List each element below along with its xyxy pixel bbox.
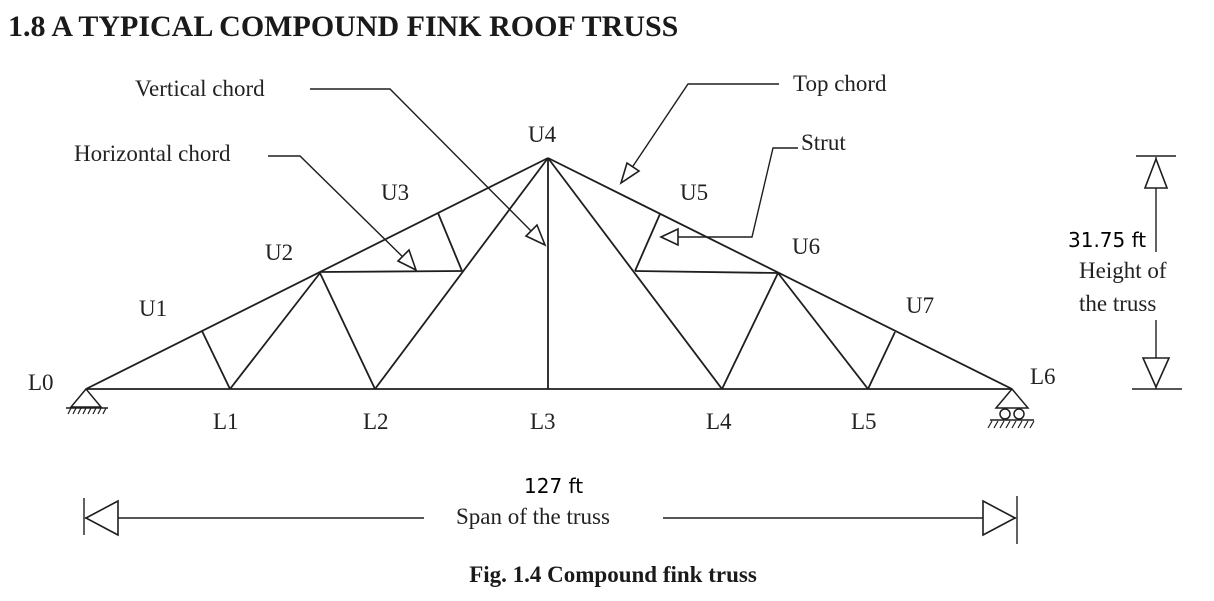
callout-strut: Strut — [659, 130, 846, 247]
node-label-u6: U6 — [792, 234, 820, 259]
callout-label-vertical-chord: Vertical chord — [135, 76, 265, 101]
roller-triangle — [994, 387, 1030, 409]
top-chord-left — [85, 157, 549, 390]
lower-node-labels: L0 L1 L2 L3 L4 L5 L6 — [28, 364, 1056, 434]
web-strut-u3 — [437, 212, 463, 272]
upper-node-labels: U1 U2 U3 U4 U5 U6 U7 — [139, 122, 934, 321]
figure-caption: Fig. 1.4 Compound fink truss — [469, 562, 757, 587]
height-label-line2: the truss — [1079, 291, 1156, 316]
callout-top-chord: Top chord — [619, 71, 887, 185]
truss-members — [85, 157, 1013, 390]
node-label-u5: U5 — [680, 180, 708, 205]
leader-horizontal-chord — [268, 155, 412, 266]
callout-label-horizontal-chord: Horizontal chord — [74, 141, 231, 166]
arrowhead-height-bottom — [1141, 357, 1171, 389]
leader-strut — [665, 147, 798, 238]
node-label-u1: U1 — [139, 296, 167, 321]
leader-top-chord — [624, 83, 779, 179]
roller-wheel-right — [1013, 408, 1025, 420]
web-strut-u5 — [634, 213, 661, 272]
callout-vertical-chord: Vertical chord — [135, 76, 547, 247]
node-label-u2: U2 — [265, 240, 293, 265]
span-label: Span of the truss — [456, 504, 610, 529]
web-strut-u7-l5 — [867, 331, 896, 390]
node-label-l2: L2 — [363, 409, 389, 434]
web-l4-u6 — [721, 272, 779, 390]
arrowhead-height-top — [1143, 156, 1169, 189]
node-label-l6: L6 — [1030, 364, 1056, 389]
arrowhead-vertical-chord — [524, 223, 547, 247]
callout-label-top-chord: Top chord — [793, 71, 887, 96]
pinned-support — [66, 387, 108, 415]
web-strut-u1-l1 — [201, 330, 231, 390]
height-dimension: 31.75 ft Height of the truss — [1068, 155, 1182, 390]
web-u2-l2 — [319, 272, 376, 390]
node-label-l3: L3 — [530, 409, 556, 434]
ground-hatch-right — [987, 420, 1035, 429]
web-l1-u2 — [229, 272, 321, 390]
horizontal-chord-right — [634, 270, 779, 274]
node-label-u4: U4 — [528, 122, 557, 147]
span-dimension: 127 ft Span of the truss — [83, 474, 1018, 544]
callout-horizontal-chord: Horizontal chord — [74, 141, 418, 272]
page-title: 1.8 A TYPICAL COMPOUND FINK ROOF TRUSS — [8, 10, 679, 43]
roller-wheel-left — [999, 408, 1011, 420]
callout-label-strut: Strut — [801, 130, 846, 155]
span-value: 127 ft — [524, 474, 583, 498]
arrowhead-span-right — [982, 499, 1017, 537]
node-label-l4: L4 — [706, 409, 732, 434]
arrowhead-strut — [659, 227, 679, 247]
node-label-l5: L5 — [851, 409, 877, 434]
arrowhead-span-left — [84, 499, 119, 537]
arrowhead-horizontal-chord — [396, 248, 418, 272]
arrowhead-top-chord — [619, 161, 641, 185]
height-value: 31.75 ft — [1068, 228, 1146, 252]
ground-hatch-left — [67, 407, 107, 415]
web-u6-l5 — [777, 272, 869, 390]
pin-triangle — [69, 387, 103, 408]
node-label-u3: U3 — [381, 180, 409, 205]
node-label-l0: L0 — [28, 370, 54, 395]
roller-support — [987, 387, 1035, 429]
node-label-u7: U7 — [906, 293, 934, 318]
horizontal-chord-left — [319, 270, 463, 273]
web-l2-u4 — [374, 157, 549, 390]
height-label-line1: Height of — [1079, 258, 1167, 283]
top-chord-right — [547, 157, 1013, 390]
leader-vertical-chord — [310, 88, 541, 241]
web-u4-l4 — [547, 157, 723, 390]
node-label-l1: L1 — [213, 409, 239, 434]
